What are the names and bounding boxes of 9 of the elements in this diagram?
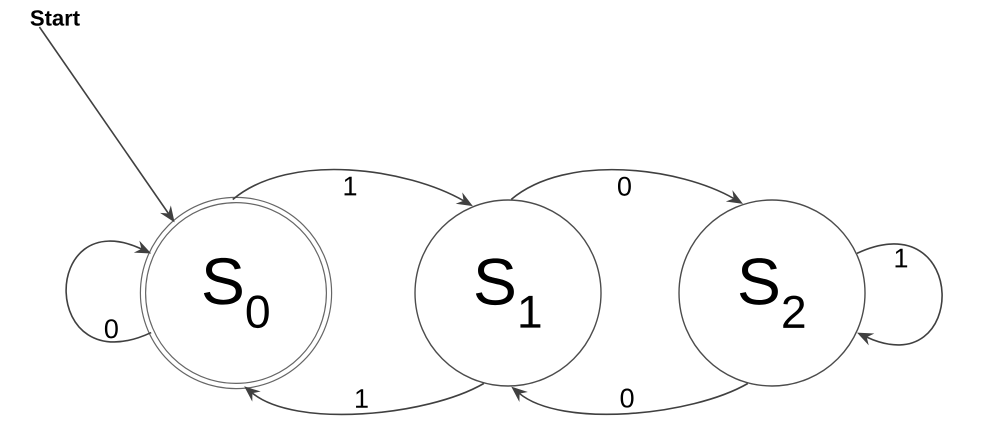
edge-label: 1 xyxy=(356,389,368,408)
edge-label: 0 xyxy=(104,319,118,338)
edge-label: 1 xyxy=(344,176,356,196)
arrow xyxy=(65,240,152,342)
start-label: Start xyxy=(30,10,80,26)
edge-label: 1 xyxy=(896,248,908,268)
edge-label: 0 xyxy=(620,388,634,408)
arrow xyxy=(856,244,943,346)
edge-label: 0 xyxy=(618,176,631,196)
